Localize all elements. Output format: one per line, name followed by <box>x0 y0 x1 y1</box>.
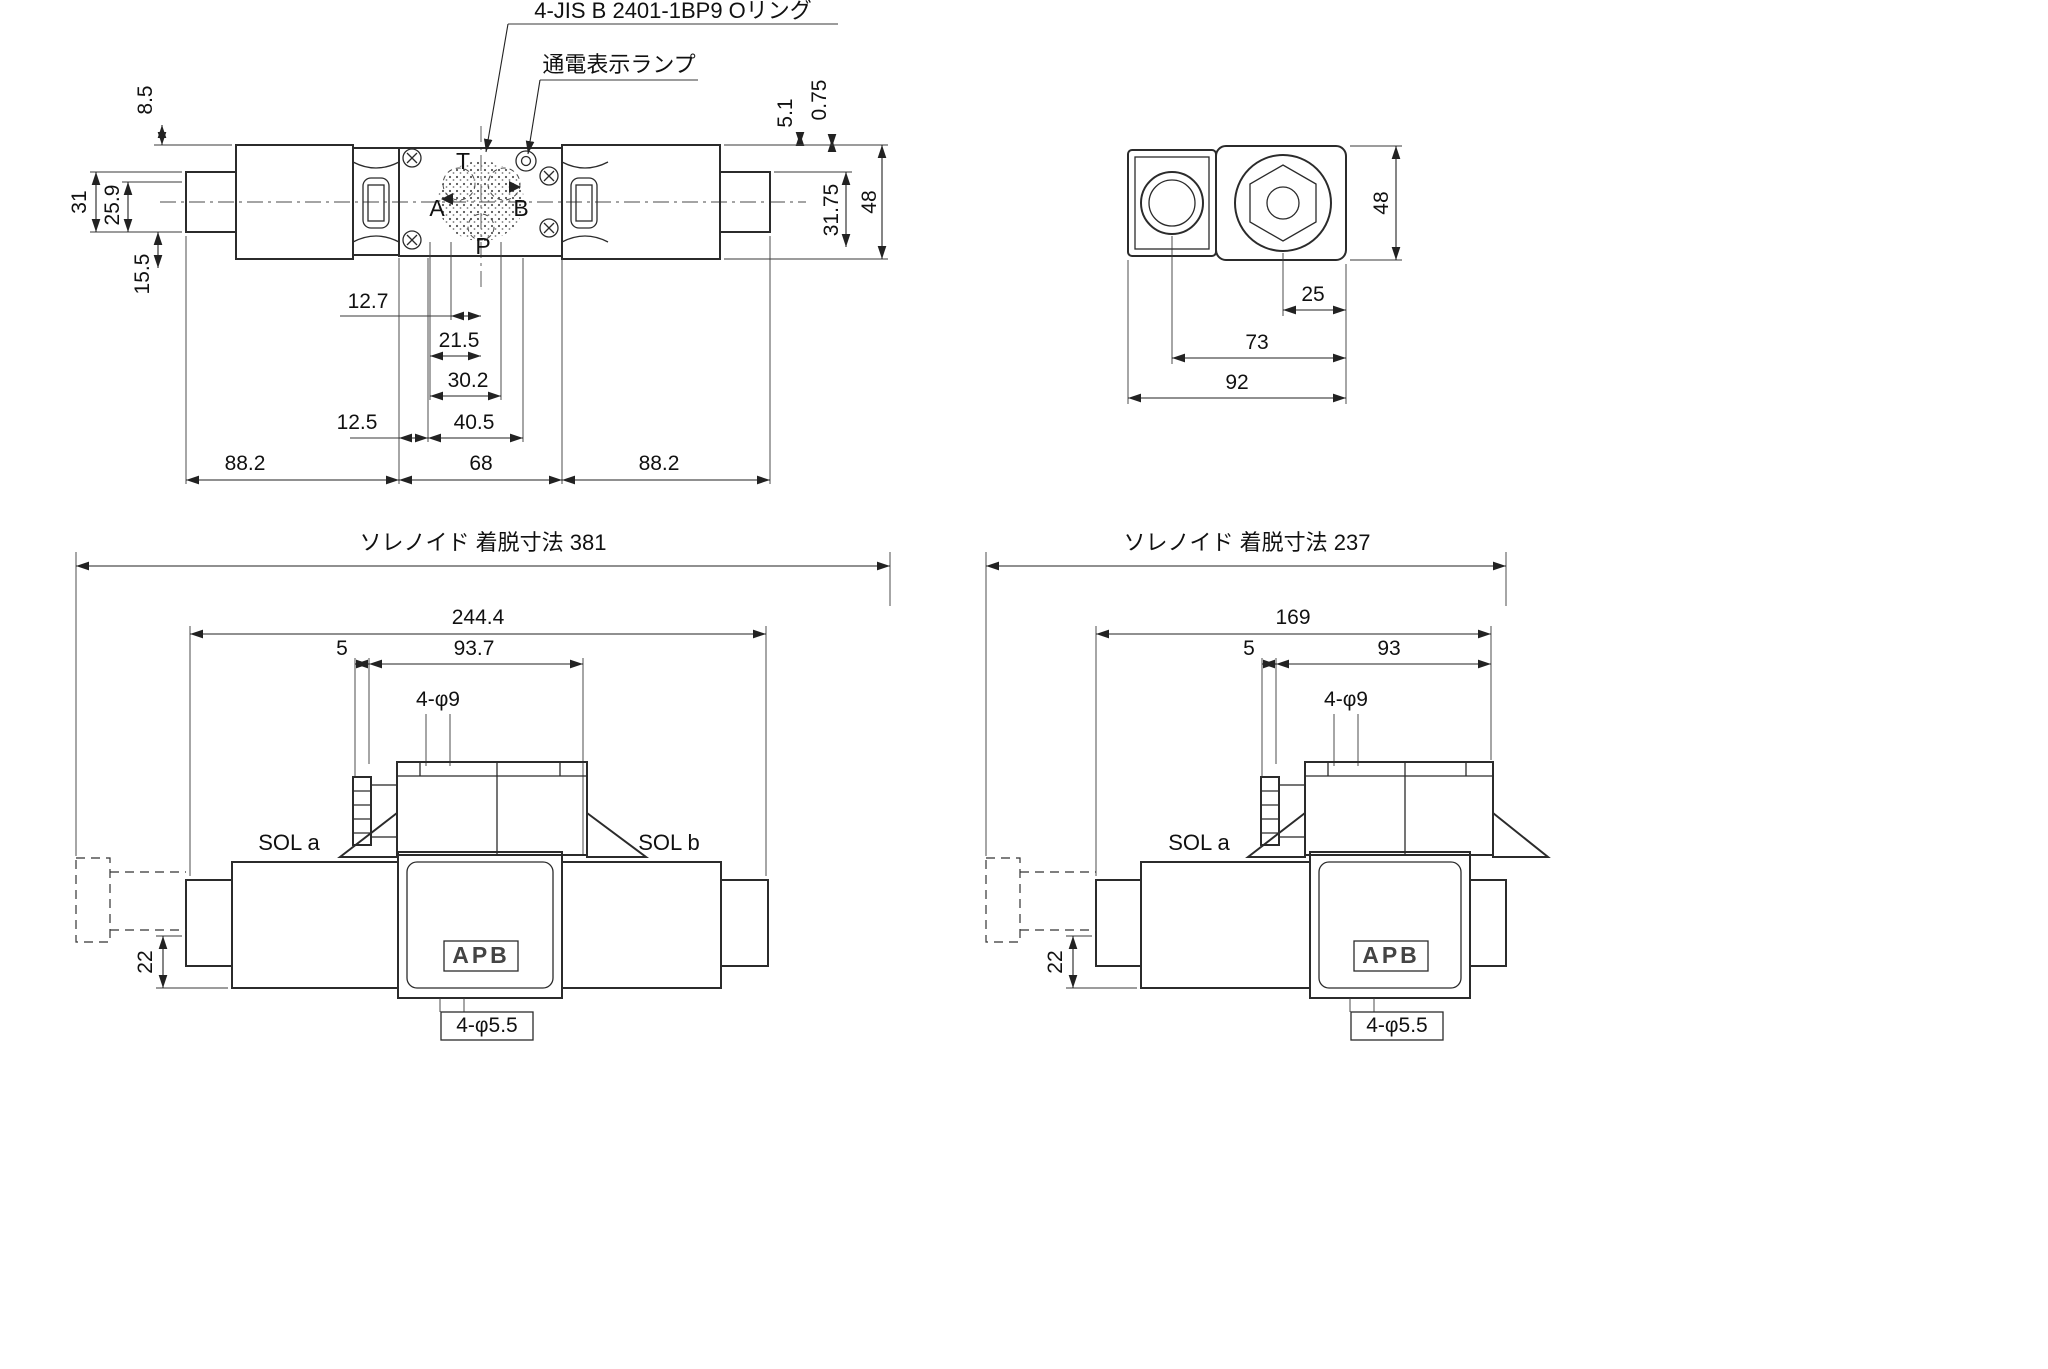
solenoid-removal-clearance-single <box>985 857 1021 943</box>
dim-0-75: 0.75 <box>808 80 831 121</box>
port-a-label: A <box>429 195 445 221</box>
single-view-title: ソレノイド 着脱寸法 237 <box>1124 530 1371 555</box>
double-dimensions: 244.4 5 93.7 4-φ9 <box>75 552 891 876</box>
indicator-lamp <box>515 150 537 172</box>
dim-169: 169 <box>1275 606 1310 629</box>
solenoid-removal-clearance-double <box>75 857 111 943</box>
port-t-label: T <box>456 148 470 174</box>
single-solenoid-view: ソレノイド 着脱寸法 237 169 5 93 4-φ9 <box>985 530 1551 1041</box>
double-outline <box>75 761 769 999</box>
dim-88-2-right: 88.2 <box>639 452 680 475</box>
double-solenoid-view: ソレノイド 着脱寸法 381 244.4 5 93.7 4-φ9 <box>75 530 891 1041</box>
double-view-title: ソレノイド 着脱寸法 381 <box>360 530 607 555</box>
front-view: 4-JIS B 2401-1BP9 Oリング 通電表示ランプ T A B P 3… <box>68 0 888 485</box>
single-lower-dimensions: 22 4-φ5.5 <box>1044 935 1444 1041</box>
dim-25: 25 <box>1301 283 1324 306</box>
dim-8-5: 8.5 <box>134 85 157 114</box>
holes-bottom-double: 4-φ5.5 <box>456 1014 517 1037</box>
dim-73: 73 <box>1245 331 1268 354</box>
hex-nut <box>1249 164 1317 242</box>
port-a-circle <box>442 167 476 201</box>
holes-bottom-single: 4-φ5.5 <box>1366 1014 1427 1037</box>
dim-5-single: 5 <box>1243 637 1255 660</box>
dim-93: 93 <box>1377 637 1400 660</box>
side-view-dimensions: 48 25 73 92 <box>1127 145 1402 404</box>
sol-a-label-single: SOL a <box>1168 830 1230 855</box>
dim-12-7: 12.7 <box>348 290 389 313</box>
flow-arrow-right-icon <box>509 181 521 193</box>
logo-box-single <box>1353 940 1429 972</box>
side-view-outline <box>1127 145 1347 261</box>
dim-12-5: 12.5 <box>337 411 378 434</box>
port-p-circle <box>467 213 495 241</box>
sol-a-label-double: SOL a <box>258 830 320 855</box>
holes-top-double: 4-φ9 <box>416 688 460 711</box>
front-callouts: 4-JIS B 2401-1BP9 Oリング 通電表示ランプ <box>483 0 838 155</box>
holes-top-single: 4-φ9 <box>1324 688 1368 711</box>
dim-22-single: 22 <box>1044 950 1067 973</box>
dim-31: 31 <box>68 190 91 213</box>
dim-244-4: 244.4 <box>452 606 505 629</box>
front-bottom-dimensions: 12.7 21.5 30.2 12.5 40.5 88.2 68 88.2 <box>185 236 771 485</box>
dim-92: 92 <box>1225 371 1248 394</box>
dim-5-1: 5.1 <box>774 98 797 127</box>
port-face-stipple <box>438 161 524 241</box>
dim-68: 68 <box>469 452 492 475</box>
side-view: 48 25 73 92 <box>1127 145 1402 404</box>
dim-30-2: 30.2 <box>448 369 489 392</box>
brand-logo-double: APB <box>452 942 510 968</box>
dim-48: 48 <box>858 190 881 213</box>
dim-5-double: 5 <box>336 637 348 660</box>
dim-93-7: 93.7 <box>454 637 495 660</box>
flow-arrow-left-icon <box>441 193 453 205</box>
logo-box-double <box>443 940 519 972</box>
dim-88-2-left: 88.2 <box>225 452 266 475</box>
front-right-dimensions: 5.1 0.75 31.75 48 <box>724 80 888 260</box>
mounting-screws <box>402 148 559 250</box>
double-lower-dimensions: 22 4-φ5.5 <box>134 935 534 1041</box>
oring-callout-label: 4-JIS B 2401-1BP9 Oリング <box>534 0 812 23</box>
single-outline <box>985 761 1551 999</box>
dim-15-5: 15.5 <box>131 254 154 295</box>
dim-22-double: 22 <box>134 950 157 973</box>
single-dimensions: 169 5 93 4-φ9 <box>985 552 1507 876</box>
port-b-circle <box>487 167 521 201</box>
dim-21-5: 21.5 <box>439 329 480 352</box>
port-p-label: P <box>475 233 490 259</box>
lamp-callout-label: 通電表示ランプ <box>542 52 695 77</box>
brand-logo-single: APB <box>1362 942 1420 968</box>
port-b-label: B <box>513 195 528 221</box>
dim-25-9: 25.9 <box>101 185 124 226</box>
dim-31-75: 31.75 <box>820 184 843 237</box>
dim-48-side: 48 <box>1370 191 1393 214</box>
dim-40-5: 40.5 <box>454 411 495 434</box>
sol-b-label-double: SOL b <box>638 830 700 855</box>
front-left-dimensions: 31 25.9 8.5 15.5 <box>68 85 232 294</box>
